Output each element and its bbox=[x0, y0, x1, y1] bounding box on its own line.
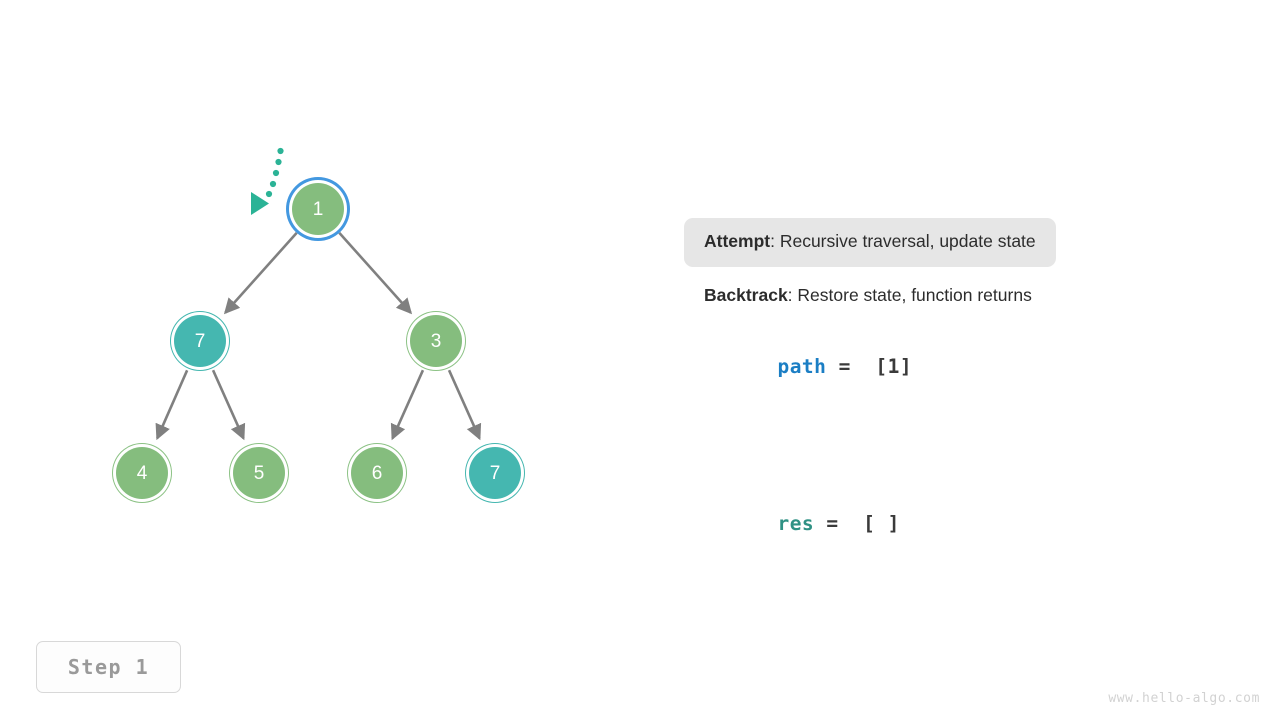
backtrack-legend-row: Backtrack: Restore state, function retur… bbox=[684, 284, 1204, 305]
tree-edge bbox=[390, 369, 425, 441]
res-variable-name: res bbox=[777, 512, 815, 535]
tree-edge bbox=[447, 369, 482, 441]
tree-node-7: 7 bbox=[469, 447, 521, 499]
tree-node-6: 6 bbox=[351, 447, 403, 499]
tree-node-label: 7 bbox=[489, 462, 501, 484]
step-badge-label: Step 1 bbox=[67, 655, 150, 679]
tree-node-4: 4 bbox=[116, 447, 168, 499]
tree-node-5: 5 bbox=[233, 447, 285, 499]
path-variable-row: path = [1] bbox=[684, 337, 1204, 396]
tree-edge bbox=[338, 231, 413, 315]
attempt-legend-row: Attempt: Recursive traversal, update sta… bbox=[684, 218, 1056, 267]
res-variable-row: res = [ ] bbox=[684, 495, 1204, 554]
tree-node-1: 1 bbox=[292, 183, 344, 235]
attempt-description: : Recursive traversal, update state bbox=[770, 231, 1036, 251]
step-badge: Step 1 bbox=[36, 641, 181, 693]
tree-node-7: 7 bbox=[174, 315, 226, 367]
tree-node-label: 4 bbox=[136, 462, 148, 484]
binary-tree-diagram: 1 7 3 4 5 6 7 bbox=[116, 145, 521, 499]
tree-edge bbox=[155, 369, 189, 441]
path-variable-value: = [1] bbox=[826, 354, 913, 378]
backtrack-label: Backtrack bbox=[704, 284, 788, 305]
watermark-text: www.hello-algo.com bbox=[1108, 691, 1260, 706]
backtrack-description: : Restore state, function returns bbox=[787, 284, 1032, 305]
watermark: www.hello-algo.com bbox=[1108, 691, 1260, 706]
explanation-panel: Attempt: Recursive traversal, update sta… bbox=[684, 218, 1204, 553]
tree-node-label: 5 bbox=[253, 462, 265, 484]
tree-edge bbox=[223, 231, 298, 315]
tree-edges bbox=[155, 231, 482, 441]
tree-edge bbox=[211, 369, 246, 441]
attempt-label: Attempt bbox=[704, 231, 771, 251]
tree-node-label: 7 bbox=[194, 330, 206, 352]
path-variable-name: path bbox=[777, 354, 827, 378]
tree-node-label: 3 bbox=[430, 330, 442, 352]
tree-node-label: 6 bbox=[371, 462, 383, 484]
tree-node-3: 3 bbox=[410, 315, 462, 367]
res-variable-value: = [ ] bbox=[814, 512, 900, 535]
tree-node-label: 1 bbox=[312, 198, 324, 220]
dotted-trail-arrow-icon bbox=[248, 145, 296, 228]
tree-edges-layer bbox=[155, 231, 482, 441]
